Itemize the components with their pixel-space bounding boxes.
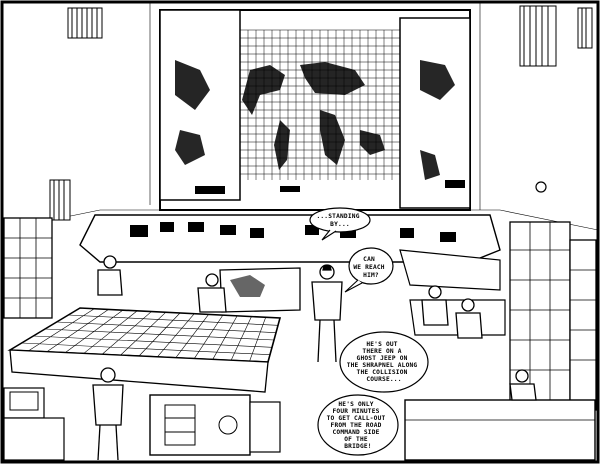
bubble-2-line-3: HIM?: [363, 272, 379, 279]
bubble-3-line-6: COURSE...: [366, 376, 401, 383]
speech-bubble-standing-by: ...STANDING BY...: [309, 207, 371, 241]
svg-text:CAN WE REACH HIM?: CAN WE REACH HIM?: [353, 256, 388, 279]
bubble-1-line-2: BY...: [330, 221, 350, 228]
table-grid-line: [56, 321, 277, 333]
bubble-3-line-5: THE COLLISION: [357, 369, 408, 376]
speech-bubble-ghost-jeep: HE'S OUT THERE ON A GHOST JEEP ON THE SH…: [339, 331, 429, 393]
seated-operator-2: [197, 273, 227, 313]
svg-text:HE'S OUT THERE ON A: HE'S OUT THERE ON A GHOST JEEP ON THE SH…: [347, 341, 422, 383]
bubble-1-line-1: ...STANDING: [316, 213, 359, 220]
seated-operator-5: [509, 369, 537, 401]
bubble-4-line-4: FROM THE ROAD: [331, 422, 382, 429]
bubble-3-line-2: THERE ON A: [362, 348, 401, 355]
left-filing-cabinets: [3, 217, 53, 319]
svg-text:HE'S ONLY FOUR MINUTES: HE'S ONLY FOUR MINUTES TO GET CALL-OUT F…: [327, 401, 390, 450]
svg-text:...STANDING BY...: ...STANDING BY...: [316, 213, 363, 228]
bubble-3-line-3: GHOST JEEP ON: [357, 355, 408, 362]
world-map-wall: [159, 9, 471, 211]
plotting-table-center: [219, 267, 301, 313]
bubble-4-line-1: HE'S ONLY: [338, 401, 373, 408]
foreground-officer: [92, 367, 124, 461]
bubble-2-line-2: WE REACH: [353, 264, 384, 271]
seated-operator-4: [455, 298, 483, 339]
bubble-4-line-3: TO GET CALL-OUT: [327, 415, 386, 422]
bottom-left-equipment: [3, 387, 65, 461]
bubble-4-line-2: FOUR MINUTES: [332, 408, 379, 415]
wall-vents: [49, 5, 593, 221]
speech-bubble-can-we-reach-him: CAN WE REACH HIM?: [344, 247, 394, 293]
table-grid-line: [33, 335, 273, 348]
bubble-4-line-7: BRIDGE!: [344, 443, 371, 450]
foreground-desk: [149, 394, 281, 456]
table-grid-line: [44, 328, 275, 341]
bubble-3-line-4: THE SHRAPNEL ALONG: [347, 362, 418, 369]
bottom-right-desk: [404, 399, 596, 461]
console-desks: [79, 214, 506, 336]
standing-officer: [311, 264, 343, 363]
wall-clock: [535, 181, 547, 193]
continent-shapes: [175, 60, 455, 180]
bubble-2-line-1: CAN: [363, 256, 375, 263]
seated-operator-3: [421, 285, 449, 326]
bubble-4-line-5: COMMAND SIDE: [332, 429, 379, 436]
bubble-4-line-6: OF THE: [344, 436, 368, 443]
table-grid-line: [68, 314, 279, 326]
seated-operator-1: [97, 255, 123, 296]
bubble-3-line-1: HE'S OUT: [366, 341, 397, 348]
people: [92, 255, 537, 461]
speech-bubble-four-minutes: HE'S ONLY FOUR MINUTES TO GET CALL-OUT F…: [317, 394, 399, 456]
grid-table: [7, 307, 282, 393]
right-shelving: [509, 221, 597, 411]
table-grid-line: [21, 342, 271, 355]
